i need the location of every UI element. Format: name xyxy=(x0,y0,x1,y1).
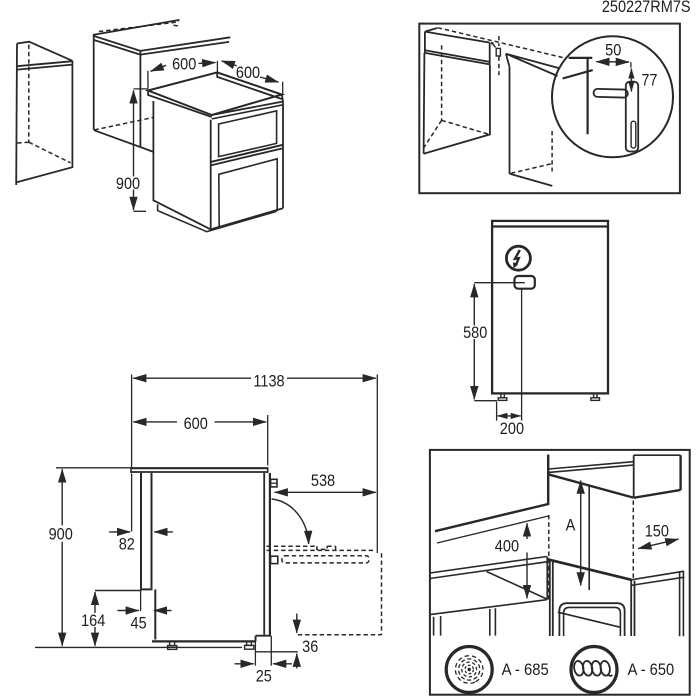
svg-text:45: 45 xyxy=(131,615,147,633)
svg-text:82: 82 xyxy=(119,535,135,553)
svg-text:600: 600 xyxy=(172,56,197,74)
svg-text:164: 164 xyxy=(81,612,106,630)
svg-text:1138: 1138 xyxy=(253,373,284,391)
svg-text:250227RM7S: 250227RM7S xyxy=(602,0,691,16)
svg-text:580: 580 xyxy=(463,324,488,342)
svg-text:900: 900 xyxy=(49,526,74,544)
svg-text:150: 150 xyxy=(645,523,670,541)
svg-text:400: 400 xyxy=(495,538,520,556)
svg-text:538: 538 xyxy=(311,472,335,490)
svg-text:77: 77 xyxy=(641,72,657,90)
svg-text:50: 50 xyxy=(605,42,621,60)
svg-text:600: 600 xyxy=(236,64,261,82)
svg-text:A - 685: A - 685 xyxy=(502,661,549,679)
svg-text:200: 200 xyxy=(500,420,525,438)
svg-text:36: 36 xyxy=(302,638,318,656)
svg-text:900: 900 xyxy=(116,175,141,193)
svg-text:25: 25 xyxy=(256,668,272,686)
svg-text:A - 650: A - 650 xyxy=(628,661,675,679)
svg-text:600: 600 xyxy=(184,415,209,433)
svg-text:A: A xyxy=(566,517,576,535)
